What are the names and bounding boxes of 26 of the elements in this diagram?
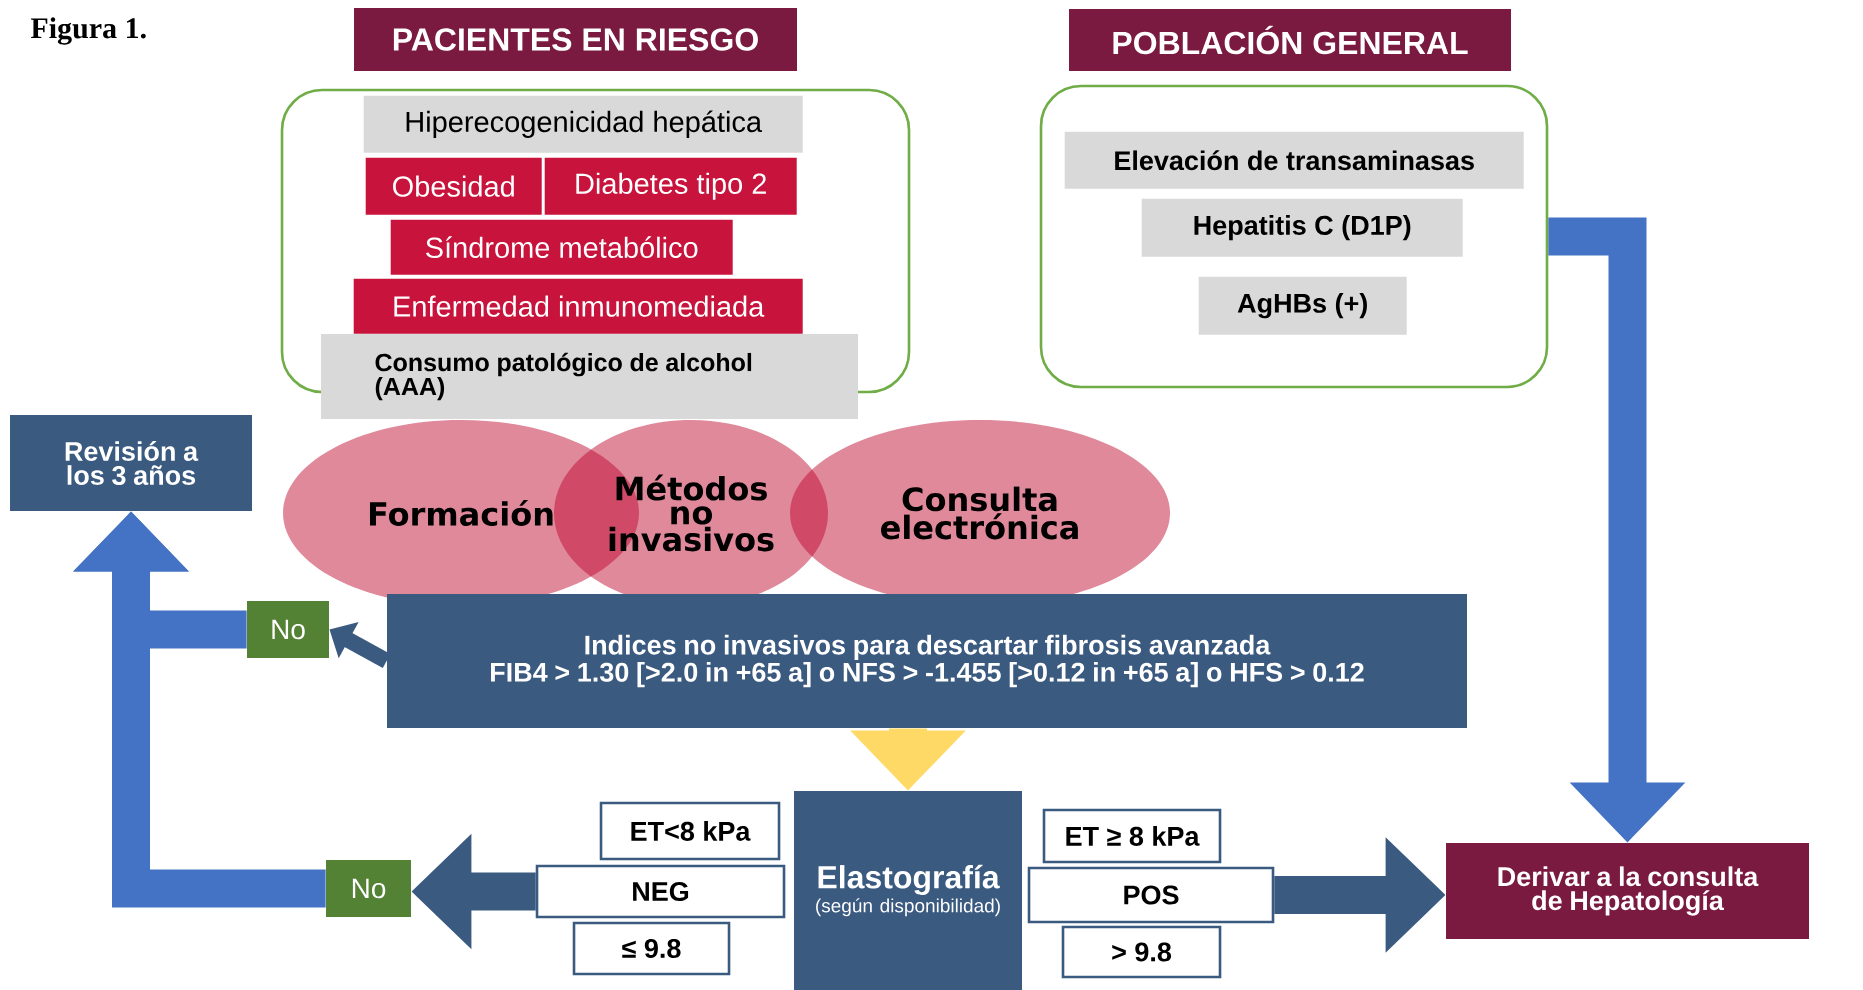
result-box: NEG [535, 864, 786, 919]
result-box: ET<8 kPa [599, 801, 781, 861]
test-box: Elastografía (según disponibilidad) [794, 791, 1022, 990]
answer-box: No [247, 601, 329, 658]
referral-box: Derivar a la consulta de Hepatología [1446, 843, 1809, 939]
risk-factor-box: Enfermedad inmunomediada [353, 278, 803, 334]
group-frame [1039, 84, 1549, 389]
result-box: > 9.8 [1061, 925, 1222, 979]
result-box: ≤ 9.8 [572, 921, 731, 976]
heading-banner: POBLACIÓN GENERAL [1069, 9, 1511, 71]
risk-factor-box: Obesidad [365, 157, 542, 215]
risk-factor-box: Síndrome metabólico [390, 219, 733, 275]
finding-box: AgHBs (+) [1198, 276, 1407, 335]
result-box: POS [1027, 866, 1275, 924]
figure-title: Figura 1. [30, 17, 146, 45]
heading-banner: PACIENTES EN RIESGO [354, 8, 797, 71]
finding-box: Elevación de transaminasas [1064, 131, 1524, 189]
criteria-box: Indices no invasivos para descartar fibrosis avanzada FIB4 > 1.30 [>2.0 in +65 a] o NFS > -1.455 [>0.12 in +65 a] o HFS > 0.12 [387, 594, 1467, 728]
review-box: Revisión a los 3 años [10, 415, 252, 511]
risk-factor-box: Diabetes tipo 2 [544, 157, 797, 215]
answer-box: No [326, 860, 411, 917]
node-label: Consulta electrónica [881, 486, 1078, 540]
risk-factor-box: Hiperecogenicidad hepática [363, 95, 803, 153]
result-box: ET ≥ 8 kPa [1042, 808, 1222, 864]
finding-box: Hepatitis C (D1P) [1141, 198, 1463, 257]
risk-factor-box: Consumo patológico de alcohol (AAA) [321, 334, 858, 419]
